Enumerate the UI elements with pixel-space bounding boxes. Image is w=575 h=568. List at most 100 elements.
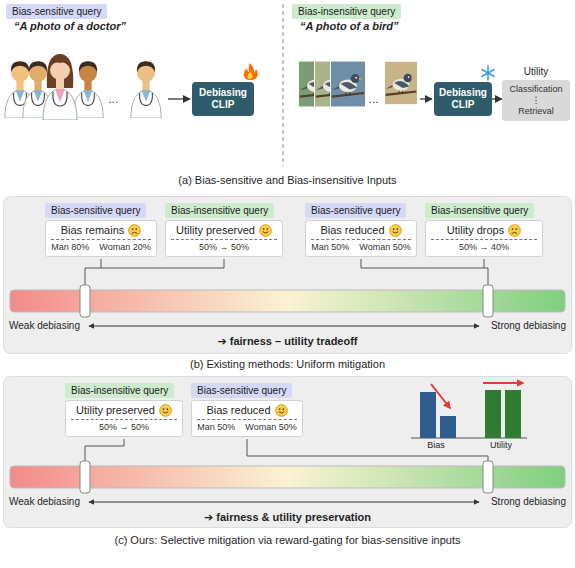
panel-ground [4, 197, 572, 354]
bird-photos [298, 61, 417, 107]
card-row: Utility preserved [71, 404, 177, 417]
fire-icon [244, 63, 258, 80]
method-panel: Weak debiasingStrong debiasing➔ fairness… [3, 376, 572, 528]
model-name: Debiasing CLIP [199, 87, 247, 110]
panel-background [3, 376, 572, 528]
tag-text: Bias-sensitive query [197, 385, 286, 396]
card-row: Utility preserved [171, 224, 277, 237]
percentage: Man 50% [311, 242, 349, 253]
percentage: Man 80% [51, 242, 89, 253]
query-tag: Bias-insensitive query [165, 203, 274, 218]
bracket [85, 259, 224, 285]
card-row: Bias remains [51, 224, 151, 237]
snowflake-icon [482, 66, 494, 80]
card-title: Utility preserved [176, 224, 255, 237]
utility-panel: Classification⋮Retrieval [502, 80, 570, 121]
card-row: Bias reduced [311, 224, 411, 237]
doctor-image [131, 61, 162, 118]
card-values: Man 50%Woman 50% [311, 239, 411, 253]
bar-chart [411, 383, 527, 438]
percentage: 50% → 40% [459, 242, 509, 253]
model-name: Debiasing CLIP [439, 87, 487, 110]
result-card: Utility drops 50% → 40% [425, 220, 543, 257]
bird-image [384, 61, 417, 104]
percentage: Woman 50% [245, 422, 296, 433]
result-card: Bias reducedMan 50% Woman 50% [191, 400, 303, 437]
query-tag: Bias-sensitive query [305, 203, 406, 218]
slider-bar [10, 290, 565, 312]
result-card: Utility preserved 50% → 50% [165, 220, 283, 257]
scale-text: Weak debiasing [9, 320, 80, 332]
slider-knob [483, 461, 493, 493]
model-box: Debiasing CLIP [192, 82, 254, 116]
scale-arrow [89, 502, 479, 503]
percentage: 50% → 50% [99, 422, 149, 433]
card-title: Utility preserved [76, 404, 155, 417]
card-row: Bias reduced [197, 404, 297, 417]
model-box: Debiasing CLIP [434, 82, 492, 116]
face-icon [159, 404, 172, 417]
face-icon [508, 224, 521, 237]
scale-text: ➔ fairness & utility preservation [3, 510, 572, 524]
card-title: Bias reduced [320, 224, 384, 237]
panel-ground [4, 377, 572, 528]
doctor-photos [5, 54, 162, 120]
bracket [85, 439, 124, 461]
slider-knob [80, 461, 90, 493]
scale-text: ➔ fairness – utility tradeoff [3, 334, 572, 348]
ellipsis: … [108, 93, 119, 106]
subfigure-caption: (c) Ours: Selective mitigation via rewar… [0, 534, 575, 547]
ellipsis: … [368, 93, 379, 106]
query-tag: Bias-sensitive query [45, 203, 146, 218]
percentage: 50% → 50% [199, 242, 249, 253]
percentage: Man 50% [197, 422, 235, 433]
card-title: Bias reduced [206, 404, 270, 417]
percentage: Woman 20% [99, 242, 150, 253]
query-tag: Bias-insensitive query [292, 4, 401, 19]
subfigure-caption: (a) Bias-sensitive and Bias-insensitive … [0, 174, 575, 187]
card-values: 50% → 40% [431, 239, 537, 253]
tag-text: Bias-insensitive query [431, 205, 528, 216]
face-icon [128, 224, 141, 237]
input-arrow [168, 98, 190, 99]
query-tag: Bias-sensitive query [6, 4, 107, 19]
tag-text: Bias-sensitive query [12, 6, 101, 17]
card-row: Utility drops [431, 224, 537, 237]
card-values: 50% → 50% [171, 239, 277, 253]
query-text: “A photo of a bird” [300, 20, 399, 33]
tag-text: Bias-insensitive query [71, 385, 168, 396]
box-heading: Utility [502, 66, 570, 78]
slider-knob [483, 285, 493, 317]
tag-text: Bias-insensitive query [171, 205, 268, 216]
subfigure-caption: (b) Existing methods: Uniform mitigation [0, 358, 575, 371]
scale-arrow [89, 326, 479, 327]
task-name: Classification [504, 84, 568, 95]
scale-text: Strong debiasing [491, 320, 566, 332]
face-icon [389, 224, 402, 237]
tag-text: Bias-insensitive query [298, 6, 395, 17]
face-icon [259, 224, 272, 237]
slider-knob [80, 285, 90, 317]
bracket [361, 259, 488, 285]
utility-box: UtilityClassification⋮Retrieval [502, 66, 570, 121]
bird-image [330, 61, 365, 107]
card-values: Man 50% Woman 50% [197, 419, 297, 433]
card-values: 50% → 50% [71, 419, 177, 433]
method-panel: Weak debiasing Strong debiasing ➔ fairness… [3, 196, 572, 354]
tag-text: Bias-sensitive query [51, 205, 140, 216]
doctor-image [43, 54, 77, 120]
query-tag: Bias-insensitive query [65, 383, 174, 398]
query-tag: Bias-insensitive query [425, 203, 534, 218]
result-card: Utility preserved 50% → 50% [65, 400, 183, 437]
result-card: Bias reducedMan 50%Woman 50% [305, 220, 417, 257]
card-values: Man 80% Woman 20% [51, 239, 151, 253]
scale-text: Weak debiasing [9, 496, 80, 508]
axis-label: Bias [416, 440, 456, 451]
bracket [247, 439, 488, 461]
slider-bar [10, 466, 565, 488]
connector-arrow [492, 98, 502, 99]
query-text: “A photo of a doctor” [14, 20, 126, 33]
card-title: Bias remains [61, 224, 125, 237]
axis-label: Utility [476, 440, 526, 451]
tag-text: Bias-sensitive query [311, 205, 400, 216]
